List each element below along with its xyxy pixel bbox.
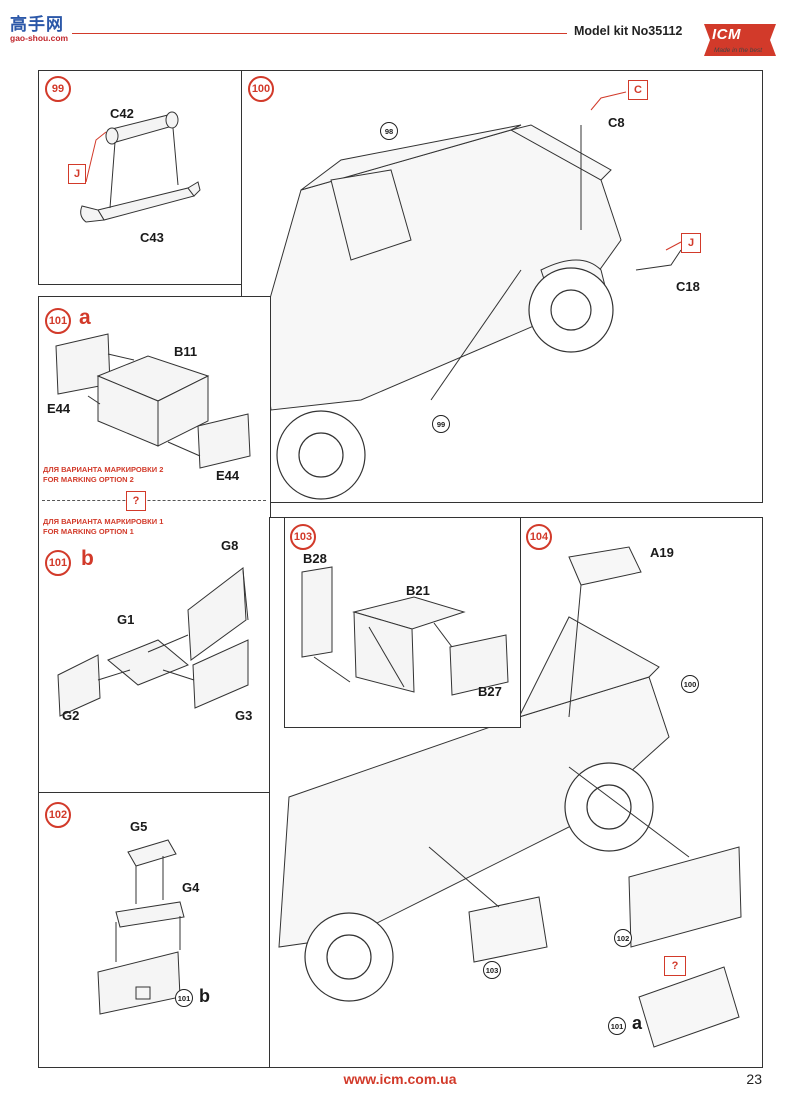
query-marker-104: ? [664,956,686,976]
footer-website[interactable]: www.icm.com.ua [343,1071,457,1087]
watermark-logo: 高手网 gao-shou.com [4,4,74,44]
ref-103: 103 [483,961,501,979]
logo-text: ICM [712,26,741,43]
step-102-drawing [38,792,269,1066]
step-100-badge: 100 [248,76,274,102]
part-b27-label: B27 [478,684,502,699]
marking-note-2-ru: ДЛЯ ВАРИАНТА МАРКИРОВКИ 2 [43,465,164,474]
part-g1-label: G1 [117,612,135,627]
watermark-url: gao-shou.com [10,33,69,43]
logo-tagline: Made in the best [714,47,763,54]
part-g4-label: G4 [182,880,200,895]
step-104-badge: 104 [526,524,552,550]
part-e44-label-left: E44 [47,401,71,416]
marker-c: C [628,80,648,100]
part-c8-label: C8 [608,115,625,130]
marking-note-2-en: FOR MARKING OPTION 2 [43,475,134,484]
model-kit-number: Model kit No35112 [574,24,683,38]
ref-99: 99 [432,415,450,433]
part-g3-label: G3 [235,708,253,723]
part-c43-label: C43 [140,230,164,245]
step-99-drawing [38,70,241,283]
part-b28-label: B28 [303,551,327,566]
marking-note-1-en: FOR MARKING OPTION 1 [43,527,134,536]
ref-101-in-102: 101 [175,989,193,1007]
ref-101-in-102-sub: b [199,986,210,1006]
part-e44-label-right: E44 [216,468,240,483]
step-104-drawing [269,517,761,1066]
step-101b-badge: 101 [45,550,71,576]
part-g8-label: G8 [221,538,239,553]
page-number: 23 [746,1071,762,1087]
ref-102: 102 [614,929,632,947]
marking-note-1-ru: ДЛЯ ВАРИАНТА МАРКИРОВКИ 1 [43,517,164,526]
part-b21-label: B21 [406,583,430,598]
step-103-drawing [284,517,519,726]
step-101b-drawing [38,540,269,750]
marking-note-option-1: ДЛЯ ВАРИАНТА МАРКИРОВКИ 1 FOR MARKING OP… [43,517,163,537]
step-101a-badge: 101 [45,308,71,334]
option-divider [42,500,266,501]
step-99-badge: 99 [45,76,71,102]
part-g2-label: G2 [62,708,80,723]
part-b11-label: B11 [174,344,198,359]
marker-j: J [68,164,86,184]
icm-logo [704,24,776,56]
query-marker-101: ? [126,491,146,511]
ref-101-in-104-sub: a [632,1013,643,1033]
ref-101-in-104: 101 [608,1017,626,1035]
step-102-badge: 102 [45,802,71,828]
marking-note-option-2: ДЛЯ ВАРИАНТА МАРКИРОВКИ 2 FOR MARKING OP… [43,465,163,485]
part-g5-label: G5 [130,819,148,834]
watermark-title: 高手网 [10,15,64,34]
part-c42-label: C42 [110,106,134,121]
header-rule [72,33,567,34]
step-101a-sub: a [79,306,91,329]
part-c18-label: C18 [676,279,700,294]
step-101b-sub: b [81,547,94,570]
step-102-panel [38,792,271,1068]
ref-100: 100 [681,675,699,693]
step-103-badge: 103 [290,524,316,550]
step-101a-drawing [38,296,269,526]
part-a19-label: A19 [650,545,674,560]
step-100-drawing [241,70,761,501]
marker-j-100: J [681,233,701,253]
ref-98: 98 [380,122,398,140]
